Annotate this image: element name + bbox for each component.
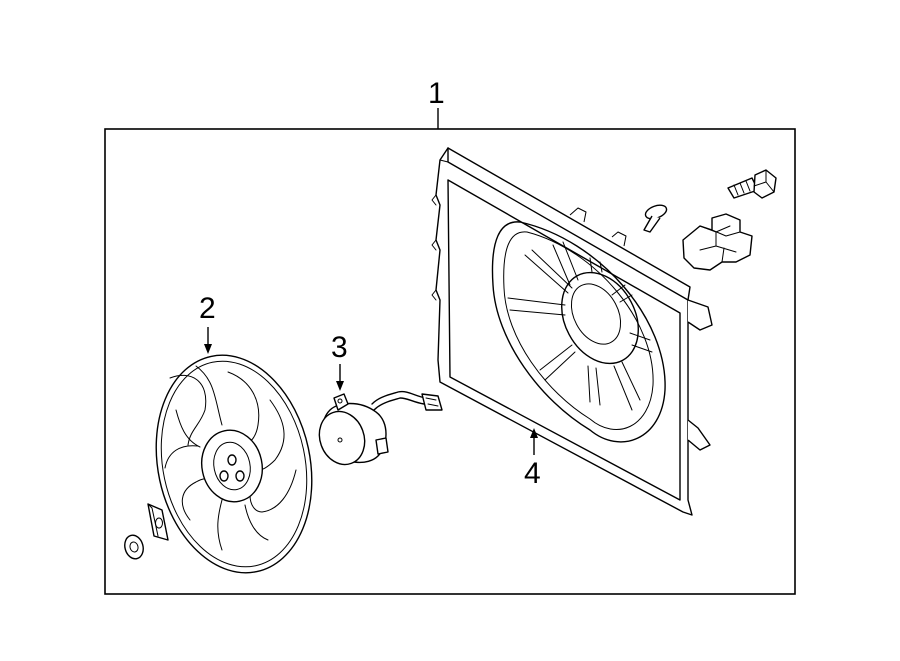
fan-shroud — [431, 147, 713, 516]
fan-motor — [318, 390, 443, 466]
fan-blade — [155, 354, 313, 574]
callout-4-label: 4 — [524, 457, 541, 490]
callout-1-label: 1 — [428, 77, 445, 110]
fan-resistor — [682, 213, 753, 271]
callout-3-label: 3 — [331, 331, 348, 364]
retaining-nut — [147, 503, 169, 541]
mounting-bolt — [727, 169, 777, 199]
assembly-frame — [104, 128, 796, 595]
callout-2-arrowhead — [204, 344, 212, 354]
callout-2-label: 2 — [199, 292, 216, 325]
callout-4-arrowhead — [530, 428, 538, 438]
washer — [124, 534, 144, 560]
push-pin-clip — [643, 204, 668, 233]
callout-3-arrowhead — [336, 381, 344, 391]
